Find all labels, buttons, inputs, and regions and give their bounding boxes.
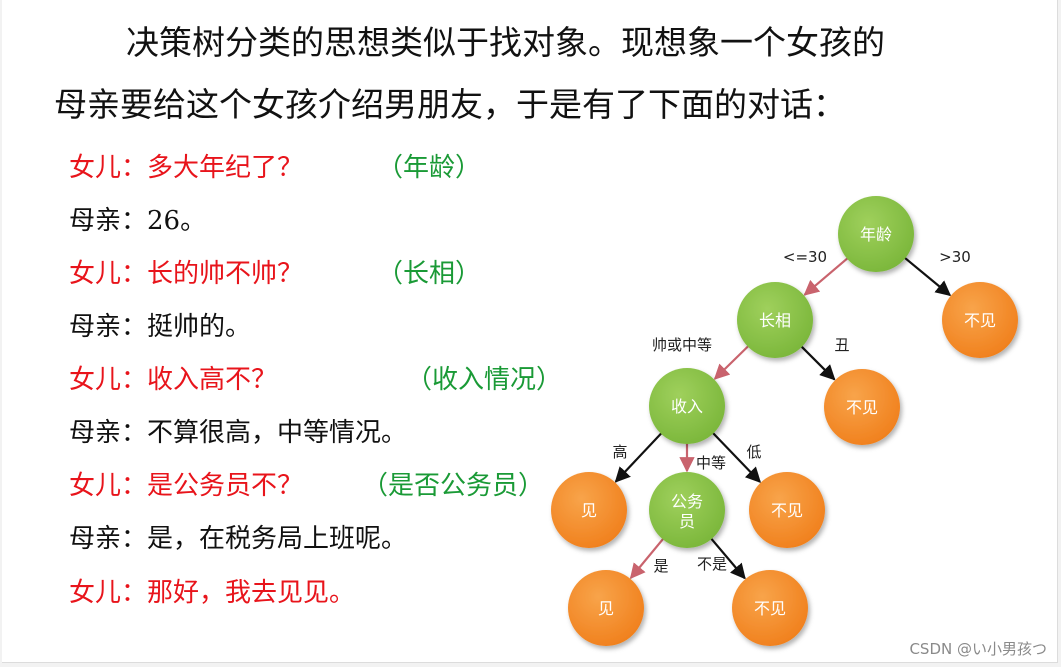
dialogue-line: 女儿：是公务员不？ [69,471,304,501]
tree-edge-income-yes1 [614,429,665,483]
tree-edge-looks-income [713,342,752,380]
tree-node-label: 不见 [846,398,878,417]
attribute-note: （收入情况） [406,365,563,395]
dialogue-line: 母亲：是，在税务局上班呢。 [69,524,408,554]
watermark: CSDN @い小男孩つ [909,640,1047,658]
tree-node-looks [737,282,813,358]
tree-node-yes2 [568,570,644,646]
tree-edge-age-no1 [901,254,952,297]
dialogue-line: 女儿：多大年纪了？ [69,153,304,183]
tree-edge-civil-no4 [708,535,746,580]
tree-node-label: 收入 [671,397,703,416]
tree-edge-label: 中等 [696,454,726,472]
tree-node-label: 不见 [754,599,786,618]
attribute-note: （年龄） [377,153,482,183]
dialogue-line: 母亲：不算很高，中等情况。 [69,418,408,448]
tree-node-label: 公务员 [671,492,703,531]
tree-edge-label: <=30 [783,248,827,266]
tree-node-label: 见 [581,501,597,520]
tree-edge-label: 高 [612,443,627,461]
attribute-note: （是否公务员） [362,471,545,501]
tree-edge-age-looks [803,255,851,296]
dialogue-line: 女儿：那好，我去见见。 [69,578,356,608]
attribute-note: （长相） [377,259,482,289]
intro-line-2: 母亲要给这个女孩介绍男朋友，于是有了下面的对话： [54,85,846,124]
tree-edge-looks-no2 [798,343,836,381]
dialogue-line: 母亲：挺帅的。 [69,312,252,342]
tree-edge-label: >30 [939,248,971,266]
tree-edge-civil-yes2 [629,535,667,580]
tree-node-income [649,368,725,444]
tree-edge-label: 丑 [834,336,849,354]
tree-edge-label: 帅或中等 [652,336,712,354]
tree-node-label: 见 [598,599,614,618]
tree-node-civil [649,472,725,548]
dialogue-line: 母亲：26。 [69,206,207,236]
tree-node-label: 年龄 [860,225,892,244]
tree-edge-label: 低 [746,443,761,461]
tree-node-no3 [749,472,825,548]
tree-node-no1 [942,282,1018,358]
tree-node-no2 [824,369,900,445]
tree-edge-income-no3 [709,429,762,483]
tree-node-age [838,196,914,272]
tree-node-no4 [732,570,808,646]
tree-node-label: 长相 [759,311,791,330]
dialogue-line: 女儿：长的帅不帅？ [69,259,304,289]
intro-line-1: 决策树分类的思想类似于找对象。现想象一个女孩的 [126,23,885,62]
tree-edge-label: 不是 [697,555,727,573]
dialogue-line: 女儿：收入高不？ [69,365,278,395]
tree-node-label: 不见 [771,501,803,520]
tree-edge-label: 是 [653,557,668,575]
tree-node-label: 不见 [964,311,996,330]
tree-node-yes1 [551,472,627,548]
